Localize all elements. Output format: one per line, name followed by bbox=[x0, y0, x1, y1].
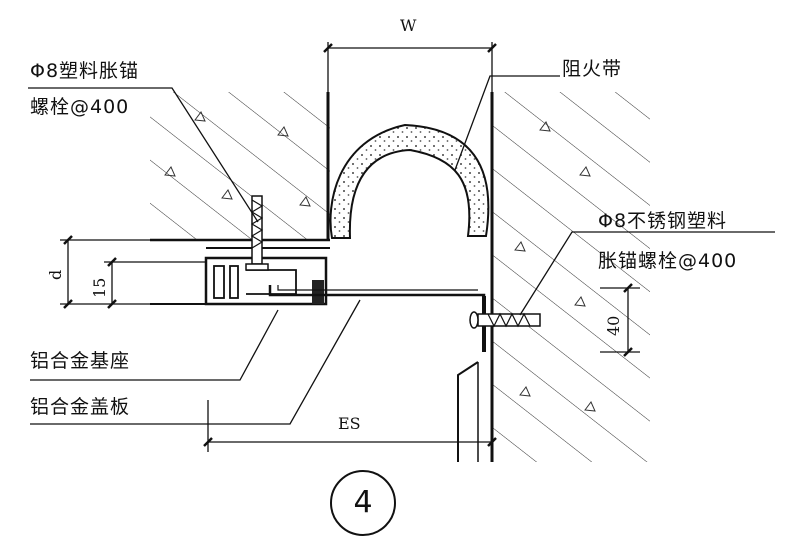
anchor-bolt-label-line2: 螺栓@400 bbox=[30, 96, 130, 118]
aluminium-cover-plate bbox=[268, 285, 486, 462]
dimension-forty: 40 bbox=[604, 315, 623, 336]
right-concrete-wall bbox=[490, 92, 650, 462]
dimension-expansion: ES bbox=[338, 414, 361, 433]
left-anchor-bolt bbox=[245, 195, 269, 271]
dimension-lines bbox=[60, 42, 640, 452]
left-concrete-slab bbox=[150, 92, 330, 242]
ss-anchor-label-line2: 胀锚螺栓@400 bbox=[598, 250, 738, 272]
right-anchor-bolt bbox=[469, 311, 541, 329]
fire-barrier-strip bbox=[329, 123, 490, 239]
leader-lines bbox=[28, 75, 775, 425]
anchor-bolt-label-line1: Φ8塑料胀锚 bbox=[30, 60, 140, 82]
detail-number-circle: 4 bbox=[330, 470, 396, 536]
dimension-width: W bbox=[400, 16, 417, 35]
base-label: 铝合金基座 bbox=[30, 350, 131, 372]
ss-anchor-label-line1: Φ8不锈钢塑料 bbox=[598, 210, 728, 232]
fire-strip-label: 阻火带 bbox=[562, 58, 623, 80]
dimension-depth: d bbox=[46, 269, 65, 280]
cover-plate-label: 铝合金盖板 bbox=[30, 396, 131, 418]
dimension-fifteen: 15 bbox=[90, 277, 109, 298]
